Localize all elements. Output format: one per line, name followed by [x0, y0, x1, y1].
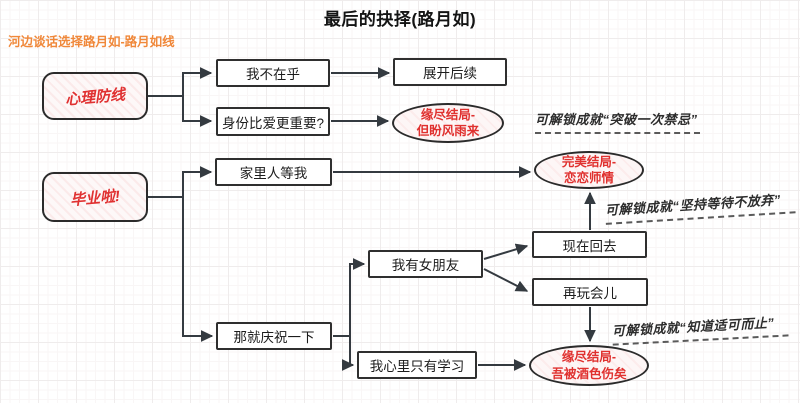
ending-lian-lian-shi-qing: 完美结局- 恋恋师情 [534, 151, 644, 189]
node-label: 我有女朋友 [391, 258, 460, 273]
page-title: 最后的抉择(路月如) [323, 10, 477, 29]
node-label: 家里人等我 [239, 166, 308, 181]
node-label: 展开后续 [423, 66, 477, 81]
node-xianzai-huiqu: 现在回去 [532, 231, 647, 258]
annotation-underline [535, 132, 700, 134]
node-jiali-ren-deng-wo: 家里人等我 [215, 158, 332, 186]
ending-line1: 完美结局- [561, 154, 617, 169]
node-label: 我不在乎 [246, 67, 300, 82]
node-wo-xinli-zhiyou-xuexi: 我心里只有学习 [357, 351, 477, 379]
node-zai-wan-huir: 再玩会儿 [532, 278, 648, 306]
node-label: 现在回去 [562, 238, 617, 254]
node-label: 毕业啦! [69, 187, 121, 209]
annotation-zhidao-shike: 可解锁成就“知道适可而止” [611, 311, 790, 346]
node-biye-la: 毕业啦! [42, 172, 148, 222]
ending-line1: 缘尽结局- [420, 107, 476, 122]
annotation-tupo-jinji: 可解锁成就“突破一次禁忌” [535, 109, 707, 134]
ending-line2: 恋恋师情 [563, 171, 614, 185]
ending-wu-bei-jiu-se-shang: 缘尽结局- 吾被酒色伤矣 [529, 345, 649, 386]
ending-line2: 但盼风雨来 [416, 124, 480, 138]
route-subtitle: 河边谈话选择路月如-路月如线 [8, 35, 175, 49]
node-shenfen-bi-ai: 身份比爱更重要? [216, 107, 330, 136]
node-label: 再玩会儿 [563, 286, 617, 301]
annotation-text: 可解锁成就“知道适可而止” [611, 315, 775, 339]
node-wo-you-nv-pengyou: 我有女朋友 [368, 250, 483, 278]
ending-line1: 缘尽结局- [561, 350, 617, 365]
ending-line2: 吾被酒色伤矣 [551, 366, 627, 381]
node-label: 心理防线 [64, 85, 126, 109]
annotation-jianchi-dengdai: 可解锁成就“坚持等待不放弃” [604, 188, 797, 225]
node-zhankai-houxu: 展开后续 [393, 58, 507, 86]
ending-dan-pan-feng-yu-lai: 缘尽结局- 但盼风雨来 [392, 103, 504, 143]
node-najiu-qingzhu: 那就庆祝一下 [216, 322, 332, 350]
node-wo-bu-zai-hu: 我不在乎 [216, 59, 330, 87]
node-xinli-fangxian: 心理防线 [42, 72, 148, 120]
node-label: 我心里只有学习 [369, 359, 465, 374]
node-label: 身份比爱更重要? [221, 115, 324, 131]
node-label: 那就庆祝一下 [233, 330, 315, 345]
annotation-text: 可解锁成就“突破一次禁忌” [535, 112, 698, 127]
